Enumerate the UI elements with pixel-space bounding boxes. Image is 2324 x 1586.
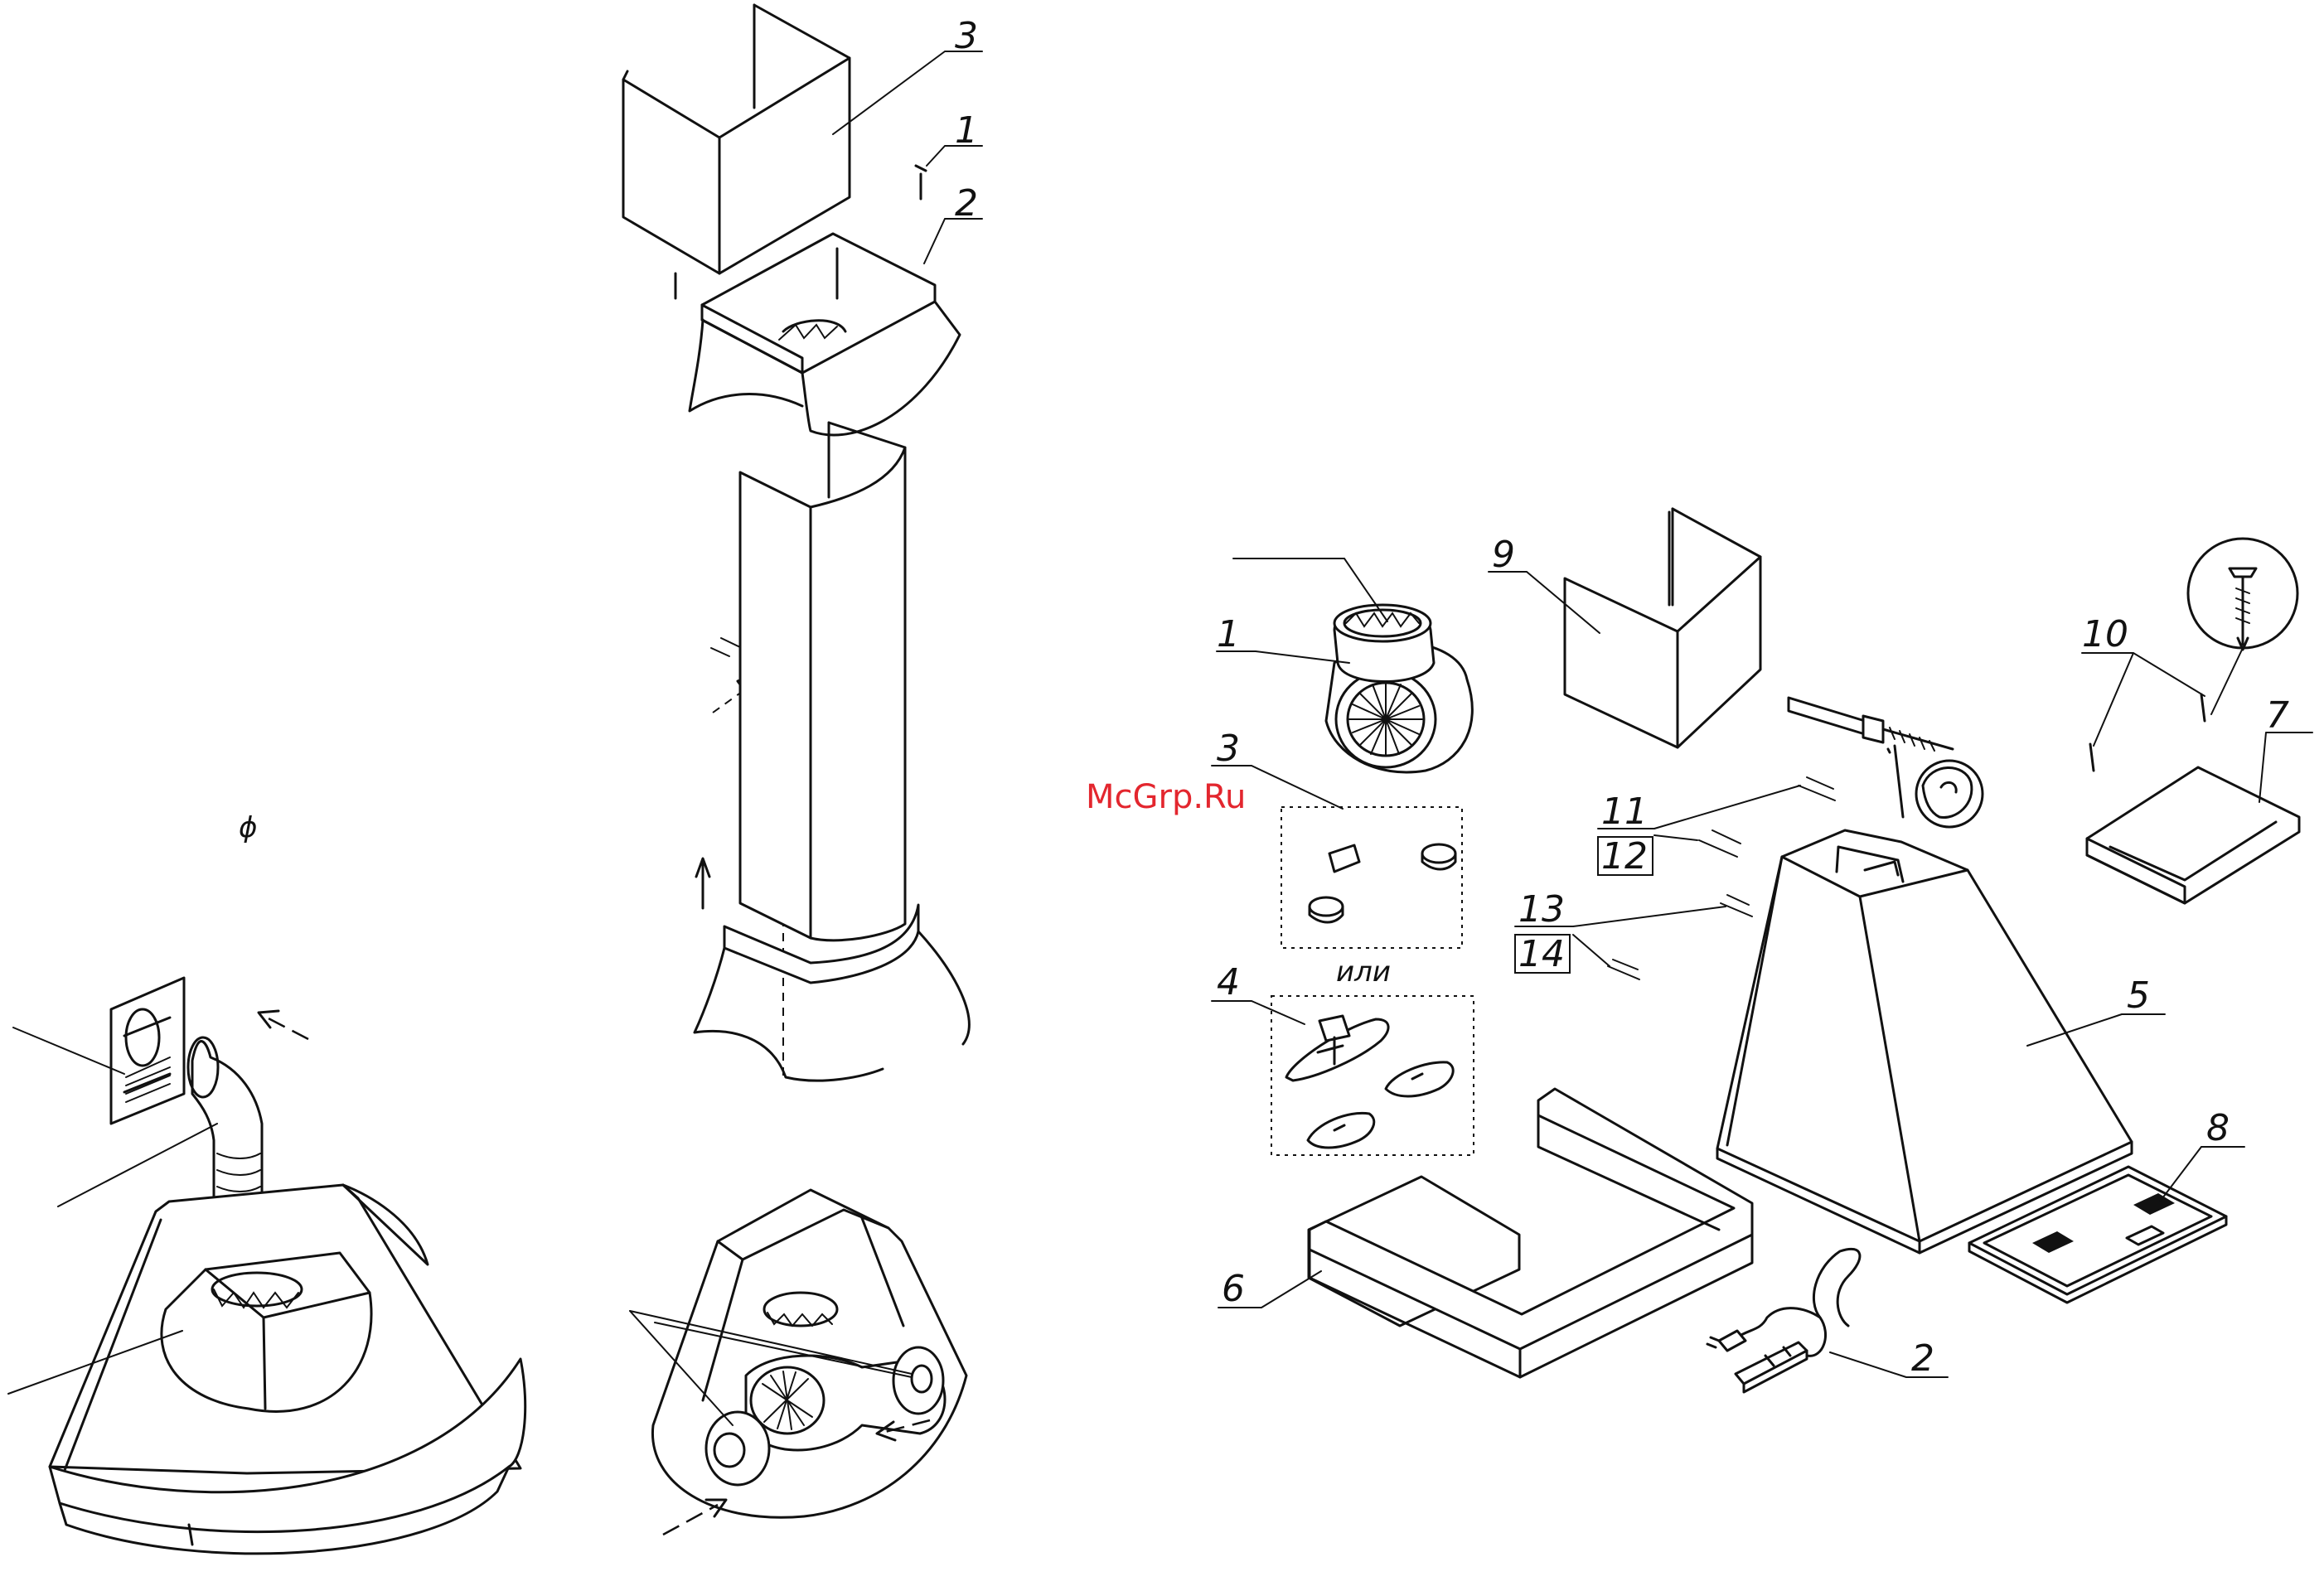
part-5-hood-body (1717, 830, 2132, 1253)
mounting-hardware (1789, 698, 1983, 827)
screw-icon (2090, 744, 2094, 771)
part-1-fan-motor (1326, 605, 1472, 772)
phi-symbol: ϕ (239, 811, 257, 844)
callout-3: 3 (1217, 728, 1240, 770)
callout-11: 11 (1601, 791, 1648, 833)
callout-14: 14 (1518, 933, 1565, 975)
callout-2: 2 (1911, 1337, 1934, 1380)
part-2-power-cord (1707, 1249, 1860, 1392)
part-4-filter-brackets (1271, 996, 1474, 1155)
top-detail-chimney (623, 5, 960, 435)
callout-4: 4 (1217, 961, 1240, 1003)
middle-detail-duct (695, 423, 969, 1081)
part-3-accessory-kit (1281, 807, 1462, 948)
part-6-bottom-frame (1309, 1089, 1752, 1377)
callout-1: 1 (1217, 613, 1240, 655)
callout-8: 8 (2206, 1107, 2230, 1149)
callout-7: 7 (2266, 694, 2289, 737)
part-7-frame (2087, 767, 2299, 903)
callout-13: 13 (1518, 888, 1565, 931)
recirculation-fan-detail (630, 1190, 966, 1535)
callout-9: 9 (1492, 534, 1515, 576)
callout-10: 10 (2082, 613, 2128, 655)
or-label: или (1336, 955, 1391, 989)
callout-6: 6 (1222, 1268, 1245, 1310)
corner-hood-with-duct (8, 978, 525, 1554)
callout-12: 12 (1601, 835, 1648, 878)
screw-icon (2201, 694, 2205, 721)
callout-5: 5 (2127, 974, 2150, 1017)
watermark: McGrp.Ru (1086, 778, 1246, 816)
